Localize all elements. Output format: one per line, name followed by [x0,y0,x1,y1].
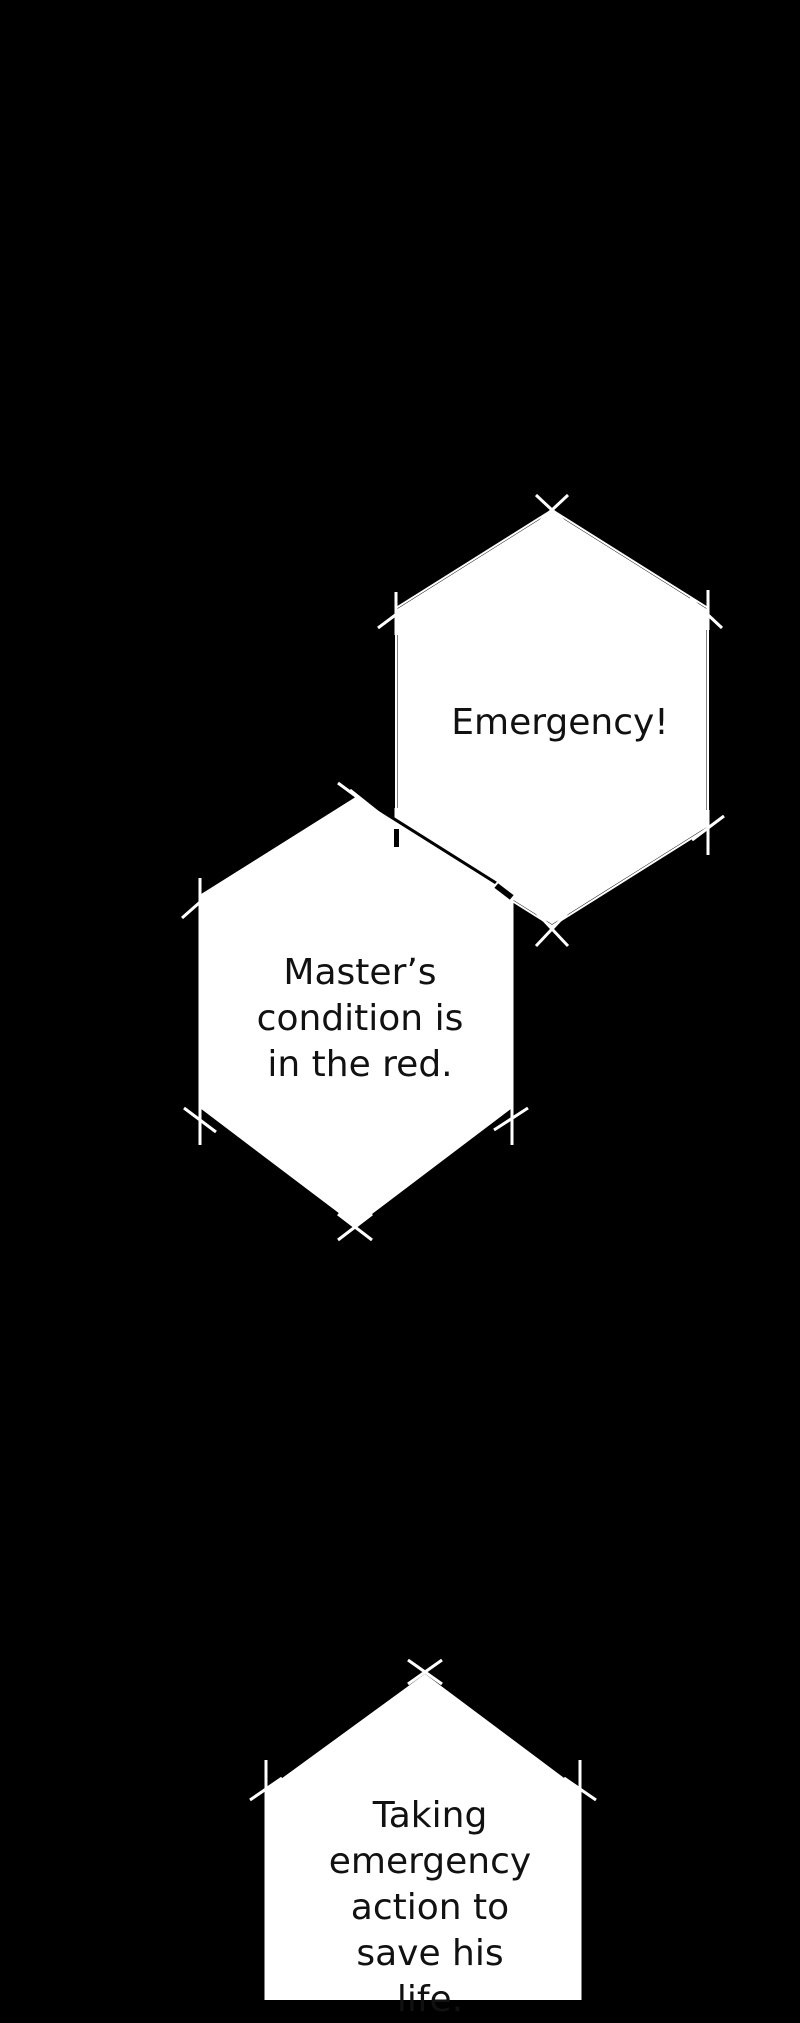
hex-bubble-2 [181,781,529,1242]
bubble-text-emergency: Emergency! [451,702,669,743]
hex-bubble-1 [377,493,725,948]
hex-bubble-3 [249,1658,597,2000]
